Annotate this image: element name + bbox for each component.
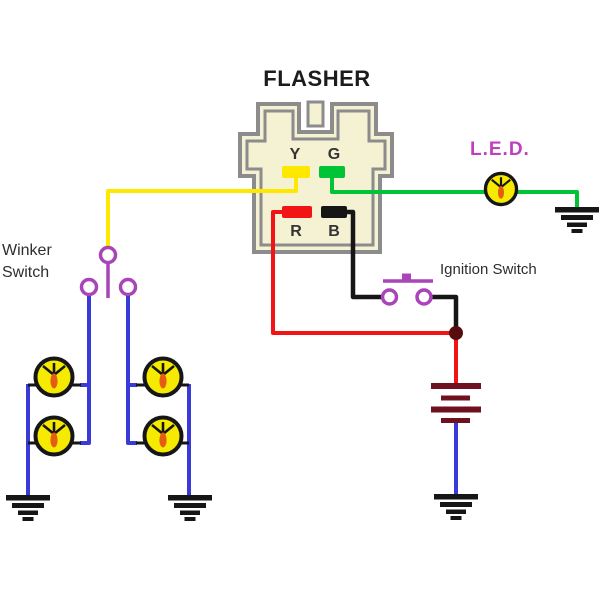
lamp-left-top — [33, 356, 75, 398]
wire-yellow-y-to-winker — [106, 175, 298, 251]
terminal-b — [321, 206, 347, 218]
junction-dot — [449, 326, 463, 340]
flasher-connector — [238, 100, 394, 254]
winker-switch-label-line1: Winker — [2, 242, 52, 259]
ground-left-lamps — [6, 495, 50, 521]
connector-inner-outline — [245, 109, 387, 247]
ignition-switch — [380, 273, 433, 306]
ignition-switch-left-contact — [380, 288, 399, 306]
battery — [431, 383, 481, 423]
wire-blue-winker-right-down — [126, 293, 137, 445]
wire-blue-winker-left-down — [80, 293, 91, 445]
lamp-right-bottom — [142, 415, 184, 457]
led-bulb-icon — [483, 171, 519, 207]
lamp-left-bottom — [33, 415, 75, 457]
winker-switch — [79, 245, 138, 298]
terminal-g-label: G — [327, 146, 341, 163]
terminal-g — [319, 166, 345, 178]
flasher-title: FLASHER — [263, 66, 371, 91]
winker-switch-label-line2: Switch — [2, 264, 50, 281]
ground-led — [555, 207, 599, 233]
winker-switch-left-contact — [79, 277, 99, 297]
ignition-switch-right-contact — [415, 288, 433, 306]
wire-black-b-to-ignition — [341, 209, 384, 300]
lamp-right-top — [142, 356, 184, 398]
wire-green-g-to-led-ground — [330, 175, 579, 208]
terminal-y-label: Y — [289, 146, 301, 163]
ground-battery — [434, 494, 478, 520]
terminal-r-label: R — [290, 223, 302, 240]
wires — [26, 175, 579, 498]
led-label: L.E.D. — [470, 139, 530, 160]
ground-right-lamps — [168, 495, 212, 521]
winker-switch-right-contact — [118, 277, 138, 297]
wire-black-ignition-to-junction — [429, 294, 459, 332]
winker-switch-common-contact — [98, 245, 118, 265]
ignition-switch-label: Ignition Switch — [440, 261, 537, 278]
terminal-y — [282, 166, 310, 178]
connector-tab — [306, 100, 325, 128]
wire-red-r-to-junction-battery — [271, 210, 458, 387]
ignition-switch-button — [402, 273, 411, 282]
winker-switch-label: Winker Switch — [2, 240, 52, 284]
terminal-r — [282, 206, 312, 218]
terminal-b-label: B — [328, 223, 340, 240]
